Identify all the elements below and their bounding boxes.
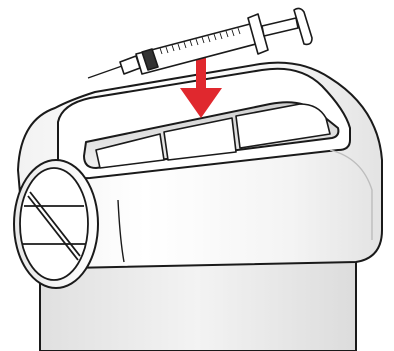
syringe-needle bbox=[88, 66, 122, 78]
syringe-plunger-rod bbox=[262, 18, 298, 36]
side-cap-icon bbox=[14, 160, 98, 288]
